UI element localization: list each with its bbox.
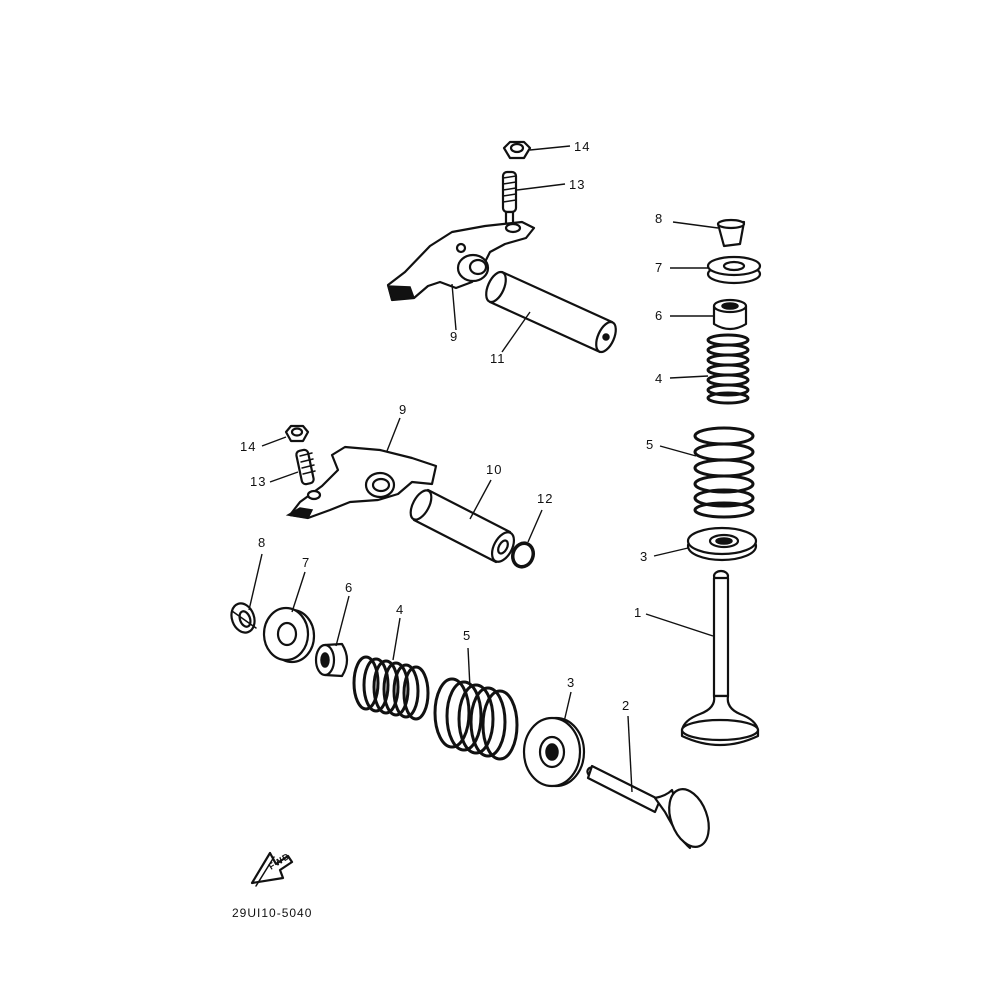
part-4-inner-spring-right — [706, 333, 750, 405]
callout-4-right: 4 — [655, 371, 663, 386]
part-11-rocker-shaft — [485, 270, 617, 354]
part-9-rocker-arm-upper — [386, 220, 536, 302]
part-5-outer-spring-left — [433, 677, 519, 761]
callout-3-left: 3 — [567, 675, 575, 690]
part-14-nut-lower — [284, 424, 310, 443]
callout-labels: 14 13 8 7 6 4 5 3 1 9 11 9 14 13 10 12 8… — [240, 139, 663, 713]
part-14-nut-upper — [502, 140, 532, 160]
callout-5-left: 5 — [463, 628, 471, 643]
callout-11: 11 — [490, 351, 506, 366]
callout-1: 1 — [634, 605, 642, 620]
part-6-stem-seal-right — [712, 298, 748, 331]
callout-12: 12 — [537, 491, 553, 506]
callout-9-upper: 9 — [450, 329, 458, 344]
part-8-valve-cotter-right — [716, 218, 746, 248]
callout-8-left: 8 — [258, 535, 266, 550]
fwd-direction-arrow: FWD — [250, 851, 294, 887]
part-9-rocker-arm-lower — [285, 445, 438, 520]
part-3-spring-seat-right — [686, 526, 758, 562]
callout-3-right: 3 — [640, 549, 648, 564]
callout-8-right: 8 — [655, 211, 663, 226]
callout-6-left: 6 — [345, 580, 353, 595]
leader-lines — [248, 145, 719, 793]
part-1-valve — [680, 569, 760, 747]
part-6-stem-seal-left — [314, 642, 349, 678]
callout-14-lower: 14 — [240, 439, 256, 454]
callout-13-lower: 13 — [250, 474, 266, 489]
part-4-inner-spring-left — [352, 655, 430, 721]
callout-7-left: 7 — [302, 555, 310, 570]
callout-9-lower: 9 — [399, 402, 407, 417]
part-13-adjust-screw-lower — [295, 448, 316, 486]
part-3-spring-seat-left — [522, 716, 586, 788]
part-8-valve-cotter-left — [230, 602, 257, 634]
callout-4-left: 4 — [396, 602, 404, 617]
part-5-outer-spring-right — [693, 426, 755, 519]
part-12-o-ring — [510, 541, 536, 569]
callout-2: 2 — [622, 698, 630, 713]
callout-14-upper: 14 — [574, 139, 590, 154]
part-2-valve — [586, 764, 710, 850]
part-10-rocker-shaft — [409, 488, 516, 564]
callout-7-right: 7 — [655, 260, 663, 275]
callout-5-right: 5 — [646, 437, 654, 452]
callout-6-right: 6 — [655, 308, 663, 323]
diagram-code: 29UI10-5040 — [232, 906, 312, 920]
part-13-adjust-screw-upper — [501, 170, 518, 226]
part-7-spring-retainer-left — [262, 606, 316, 664]
callout-13-upper: 13 — [569, 177, 585, 192]
callout-10: 10 — [486, 462, 502, 477]
part-7-spring-retainer-right — [706, 255, 762, 285]
